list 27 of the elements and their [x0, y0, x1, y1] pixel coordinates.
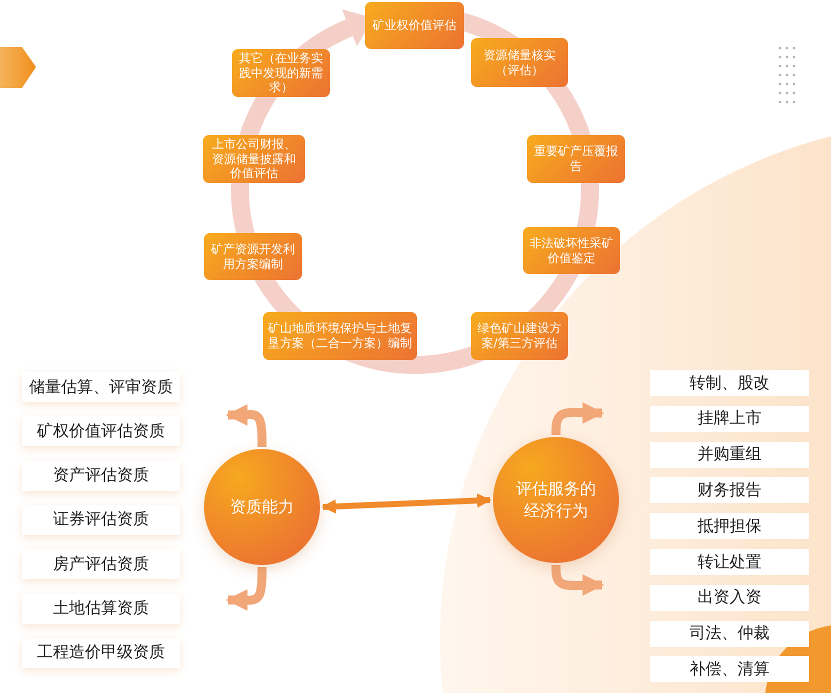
activity-card: 并购重组	[650, 442, 809, 468]
qualification-card: 土地估算资质	[22, 594, 180, 624]
qualification-card: 矿权价值评估资质	[22, 416, 180, 446]
activity-card: 补偿、清算	[650, 656, 809, 682]
cycle-step-box: 非法破坏性采矿价值鉴定	[523, 227, 620, 274]
cycle-step-box: 上市公司财报、资源储量披露和价值评估	[203, 135, 305, 183]
qualification-card: 储量估算、评审资质	[22, 372, 180, 402]
arrow	[322, 493, 492, 514]
activity-card: 转让处置	[650, 549, 809, 575]
activity-card: 转制、股改	[650, 370, 809, 396]
activity-card: 司法、仲裁	[650, 620, 809, 647]
qualification-card: 资产评估资质	[22, 460, 180, 491]
hub-circle: 资质能力	[204, 449, 320, 565]
cycle-step-box: 矿产资源开发利用方案编制	[204, 233, 302, 280]
cycle-step-box: 矿业权价值评估	[365, 2, 464, 49]
activity-card: 出资入资	[650, 584, 809, 611]
cycle-step-box: 重要矿产压覆报告	[527, 135, 625, 183]
activity-card: 财务报告	[650, 477, 809, 504]
cycle-step-box: 其它（在业务实践中发现的新需求）	[232, 49, 330, 97]
qualification-card: 房产评估资质	[22, 549, 180, 580]
cycle-step-box: 矿山地质环境保护与土地复垦方案（二合一方案）编制	[263, 312, 417, 360]
qualification-card: 证券评估资质	[22, 504, 180, 535]
activity-card: 挂牌上市	[650, 406, 809, 432]
cycle-step-box: 绿色矿山建设方案/第三方评估	[471, 312, 568, 360]
cycle-step-box: 资源储量核实（评估）	[471, 38, 568, 87]
qualification-card: 工程造价甲级资质	[22, 638, 180, 668]
activity-card: 抵押担保	[650, 513, 809, 540]
